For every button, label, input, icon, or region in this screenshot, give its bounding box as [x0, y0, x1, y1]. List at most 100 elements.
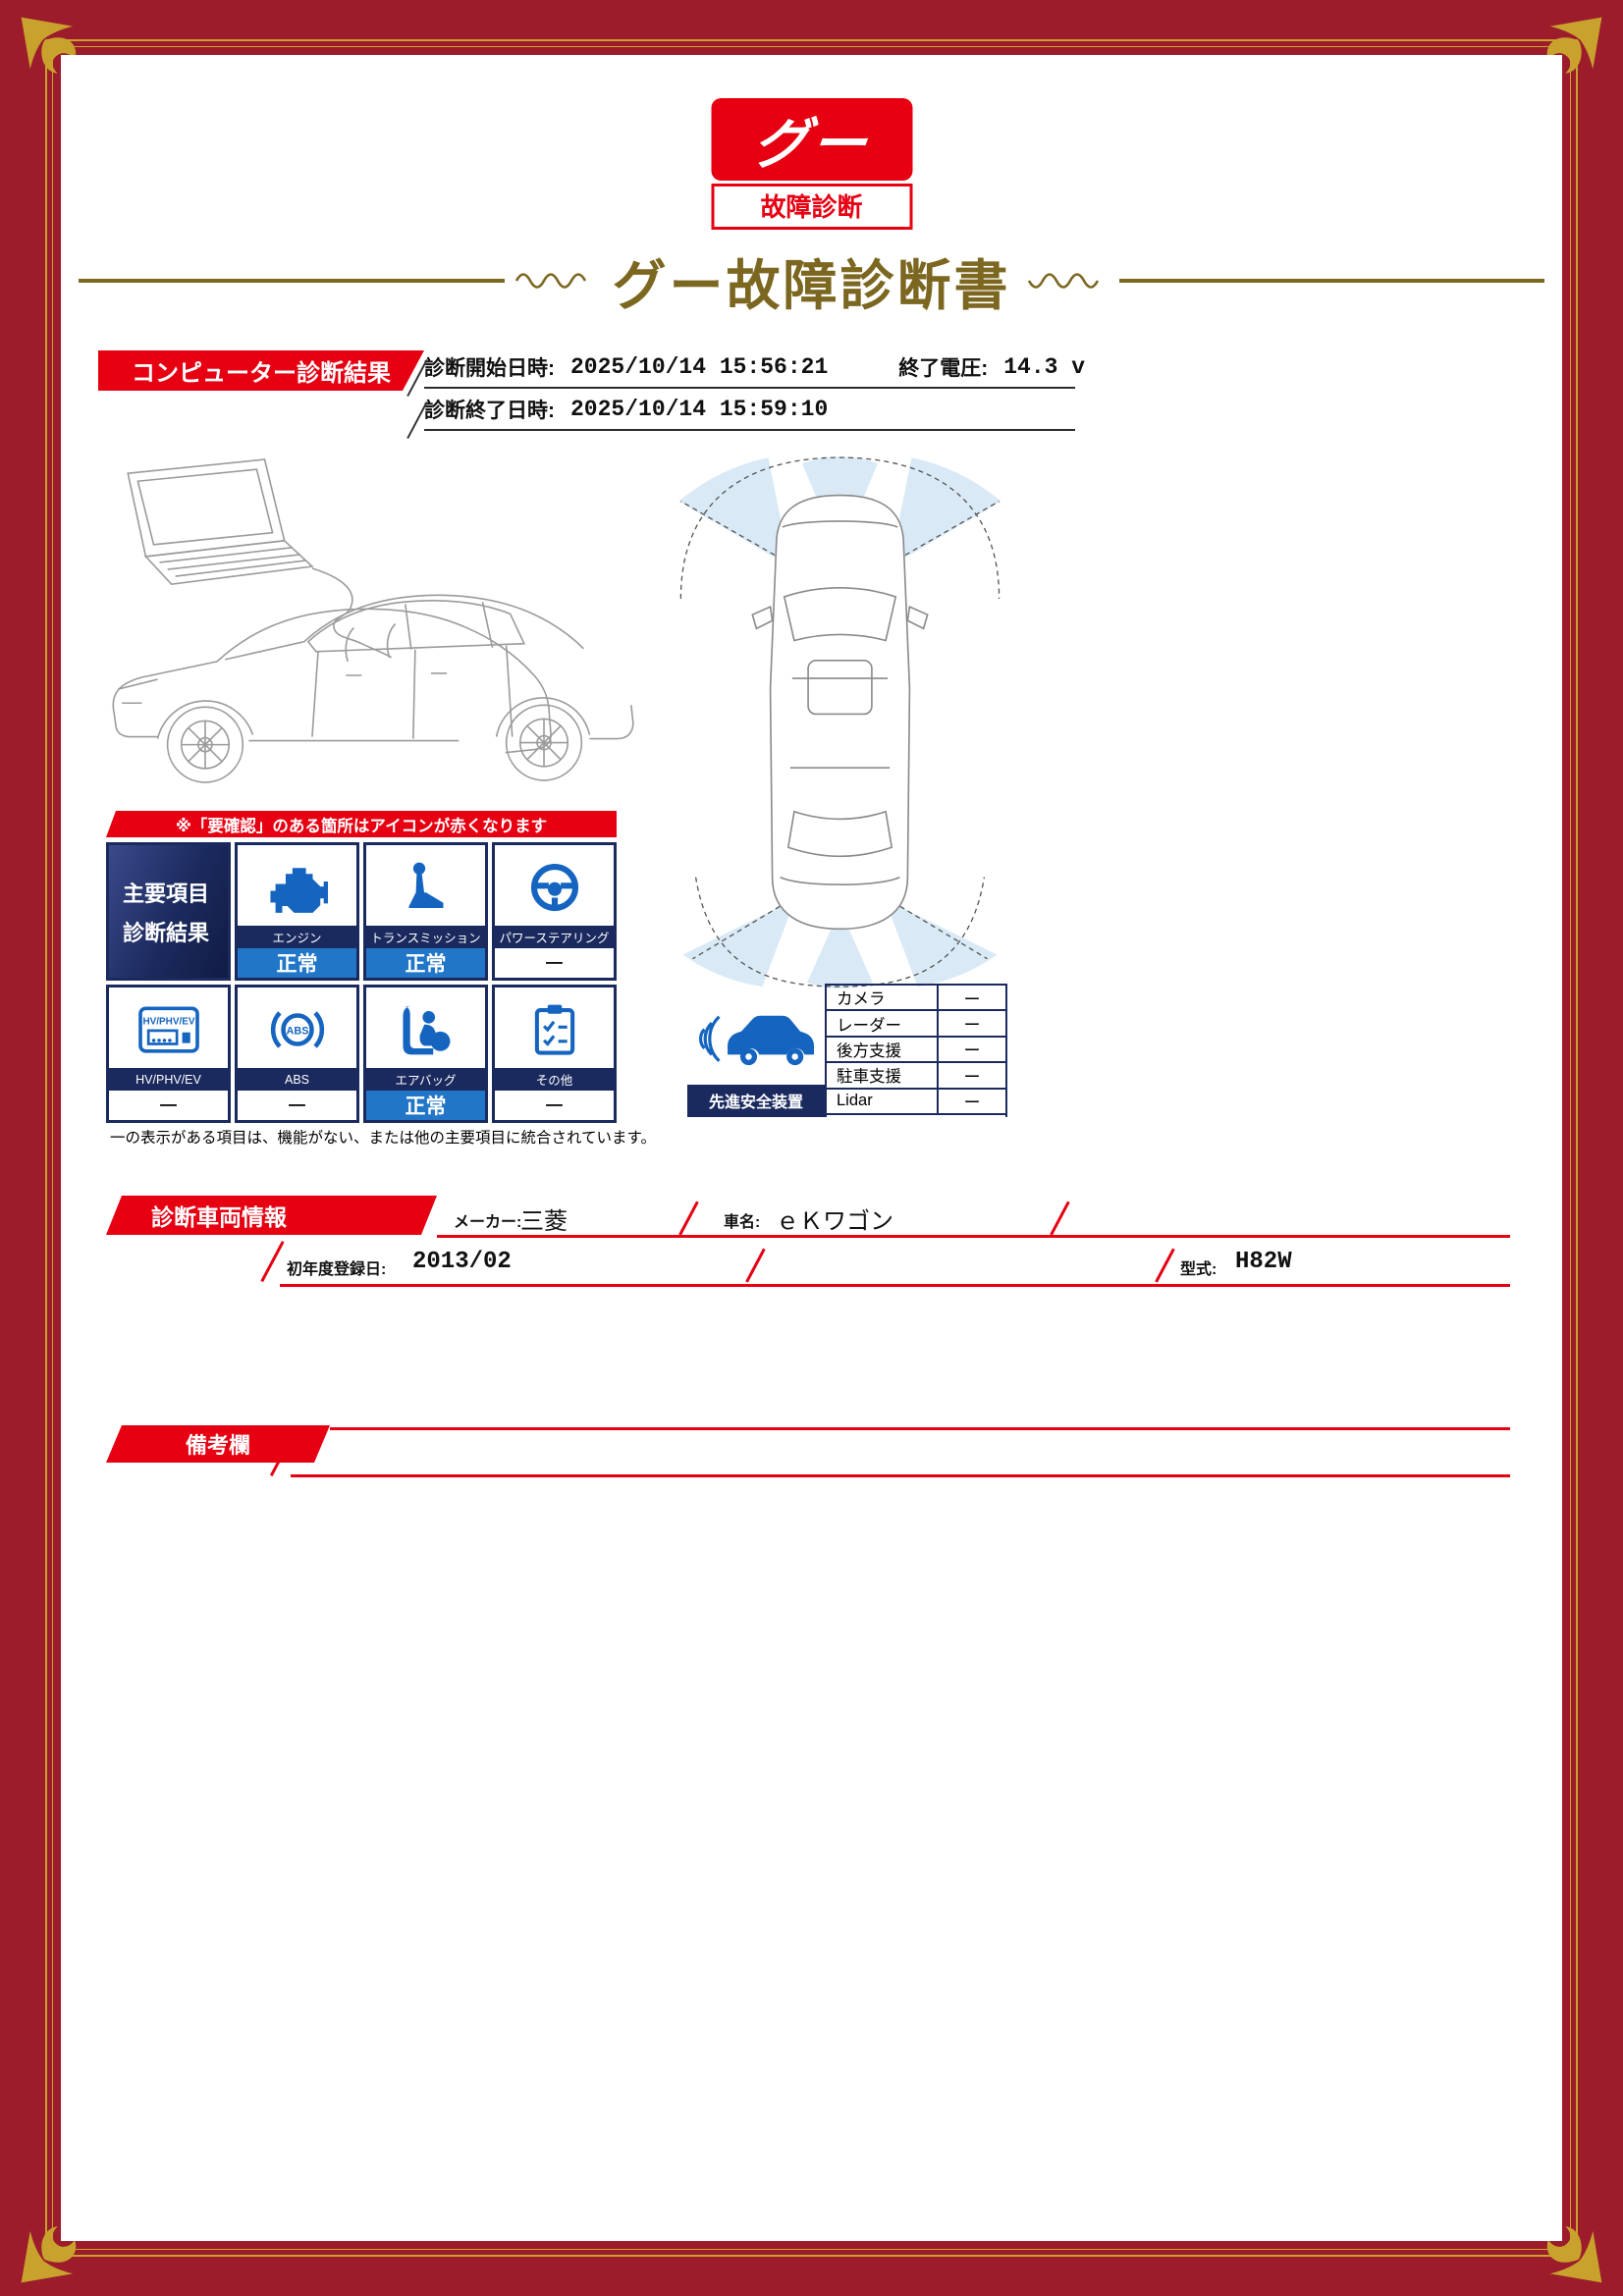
safety-row-name: カメラ: [837, 990, 886, 1009]
transmission-cell: トランスミッション 正常: [363, 842, 488, 981]
engine-icon: [269, 868, 328, 913]
safety-row-name: レーダー: [837, 1016, 901, 1035]
maker-label: メーカー:: [454, 1214, 522, 1231]
car-top-illustration: [678, 456, 1001, 988]
computer-diagnosis-banner: コンピューター診断結果: [98, 350, 424, 391]
other-status: ー: [495, 1091, 614, 1120]
attention-notice: ※「要確認」のある箇所はアイコンが赤くなります: [106, 811, 617, 837]
transmission-label: トランスミッション: [366, 926, 485, 948]
main-diagnosis-grid: 主要項目 診断結果 エンジン 正常: [106, 842, 617, 1123]
hv-phv-ev-status: ー: [109, 1091, 228, 1120]
title-rule-left: [79, 279, 505, 283]
safety-row-name: 駐車支援: [837, 1068, 901, 1087]
dash-footnote: 一の表示がある項目は、機能がない、または他の主要項目に統合されています。: [110, 1130, 656, 1147]
steering-wheel-icon: [530, 863, 578, 912]
remarks-banner: 備考欄: [106, 1425, 330, 1463]
end-voltage-label: 終了電圧:: [898, 356, 989, 380]
car-top-body: [751, 494, 929, 931]
transmission-icon: [408, 862, 443, 908]
power-steering-label: パワーステアリング: [495, 926, 614, 948]
airbag-label: エアバッグ: [366, 1068, 485, 1091]
hv-phv-ev-icon: HV/PHV/EV: [137, 1006, 199, 1053]
safety-row-value: ー: [937, 986, 1005, 1010]
remarks-rule-1: [330, 1427, 1510, 1430]
report-body: [61, 55, 1562, 2241]
sedan-wireframe: [112, 594, 634, 783]
hv-phv-ev-cell: HV/PHV/EV HV/PHV/EV ー: [106, 985, 231, 1123]
hv-phv-ev-label: HV/PHV/EV: [109, 1068, 228, 1091]
airbag-status: 正常: [366, 1091, 485, 1120]
vehicle-info-rule-1: [437, 1235, 1510, 1238]
goo-logo-mark-box: グー: [711, 98, 912, 181]
car-name-value: ｅＫワゴン: [776, 1208, 893, 1235]
sensor-range-arcs: [679, 456, 1001, 988]
end-time-value: 2025/10/14 15:59:10: [570, 396, 829, 422]
car-side-illustration: [112, 458, 634, 783]
title-ornament-right: [1027, 273, 1099, 289]
model-code-label: 型式:: [1180, 1261, 1217, 1278]
safety-car-icon: [699, 1015, 814, 1065]
goo-logo-caption: 故障診断: [711, 184, 912, 230]
vehicle-info-banner: 診断車両情報: [106, 1196, 437, 1235]
engine-status: 正常: [238, 948, 356, 978]
obd-cable: [311, 567, 393, 659]
gold-border-outer: [45, 39, 1578, 2257]
transmission-status: 正常: [366, 948, 485, 978]
end-time-label: 診断終了日時:: [424, 399, 555, 422]
checklist-icon: [534, 1004, 574, 1055]
abs-cell: ABS ABS ー: [235, 985, 359, 1123]
safety-row-value: ー: [937, 1063, 1005, 1088]
report-title-row: グー故障診断書: [79, 245, 1545, 316]
airbag-icon: [402, 1006, 450, 1055]
other-label: その他: [495, 1068, 614, 1091]
goo-logo: グー 故障診断: [711, 98, 912, 230]
sensor-zones: [678, 456, 1001, 988]
main-results-header-line1: 主要項目: [123, 881, 210, 906]
start-time-label: 診断開始日時:: [424, 356, 555, 380]
model-code-value: H82W: [1235, 1249, 1292, 1275]
end-voltage-value: 14.3 v: [1003, 353, 1086, 380]
diagnosis-end-row: 診断終了日時: 2025/10/14 15:59:10: [406, 389, 1075, 440]
table-row: カメラ ー: [827, 986, 1005, 1012]
laptop-icon: [127, 458, 314, 586]
abs-status: ー: [238, 1091, 356, 1120]
table-row: Lidar ー: [827, 1089, 1005, 1115]
diagnosis-start-row: 診断開始日時: 2025/10/14 15:56:21 終了電圧: 14.3 v: [406, 347, 1085, 398]
remarks-rule-2: [291, 1474, 1510, 1477]
safety-row-name: 後方支援: [837, 1041, 901, 1060]
goo-logo-mark: グー: [749, 112, 873, 175]
safety-row-value: ー: [937, 1011, 1005, 1036]
table-row: レーダー ー: [827, 1011, 1005, 1038]
page-title: グー故障診断書: [612, 255, 1011, 316]
safety-row-value: ー: [937, 1037, 1005, 1062]
title-rule-right: [1118, 279, 1545, 283]
main-results-header-line2: 診断結果: [123, 920, 210, 945]
safety-devices-table: カメラ ー レーダー ー 後方支援 ー 駐車支援 ー Lidar ー: [825, 984, 1007, 1117]
svg-text:HV/PHV/EV: HV/PHV/EV: [142, 1017, 194, 1028]
abs-label: ABS: [238, 1068, 356, 1091]
engine-label: エンジン: [238, 926, 356, 948]
diagnosis-times: 診断開始日時: 2025/10/14 15:56:21 終了電圧: 14.3 v…: [406, 347, 1085, 440]
title-ornament-left: [514, 273, 586, 289]
svg-text:ABS: ABS: [286, 1026, 308, 1038]
safety-devices-block: 先進安全装置 カメラ ー レーダー ー 後方支援 ー 駐車支援 ー Lidar …: [687, 984, 1007, 1117]
main-results-header: 主要項目 診断結果: [106, 842, 231, 981]
first-registration-label: 初年度登録日:: [287, 1261, 387, 1278]
engine-cell: エンジン 正常: [235, 842, 359, 981]
gold-border-inner: [52, 46, 1571, 2250]
safety-devices-label: 先進安全装置: [687, 1085, 825, 1117]
vehicle-info-rule-2: [280, 1284, 1510, 1287]
table-row: 後方支援 ー: [827, 1037, 1005, 1064]
power-steering-status: ー: [495, 948, 614, 978]
safety-row-name: Lidar: [837, 1092, 873, 1110]
first-registration-value: 2013/02: [412, 1249, 512, 1275]
power-steering-cell: パワーステアリング ー: [492, 842, 617, 981]
car-name-label: 車名:: [724, 1214, 761, 1231]
maker-value: 三菱: [520, 1208, 568, 1235]
start-time-value: 2025/10/14 15:56:21: [570, 353, 829, 380]
other-cell: その他 ー: [492, 985, 617, 1123]
abs-icon: ABS: [270, 1011, 324, 1048]
table-row: 駐車支援 ー: [827, 1063, 1005, 1090]
airbag-cell: エアバッグ 正常: [363, 985, 488, 1123]
